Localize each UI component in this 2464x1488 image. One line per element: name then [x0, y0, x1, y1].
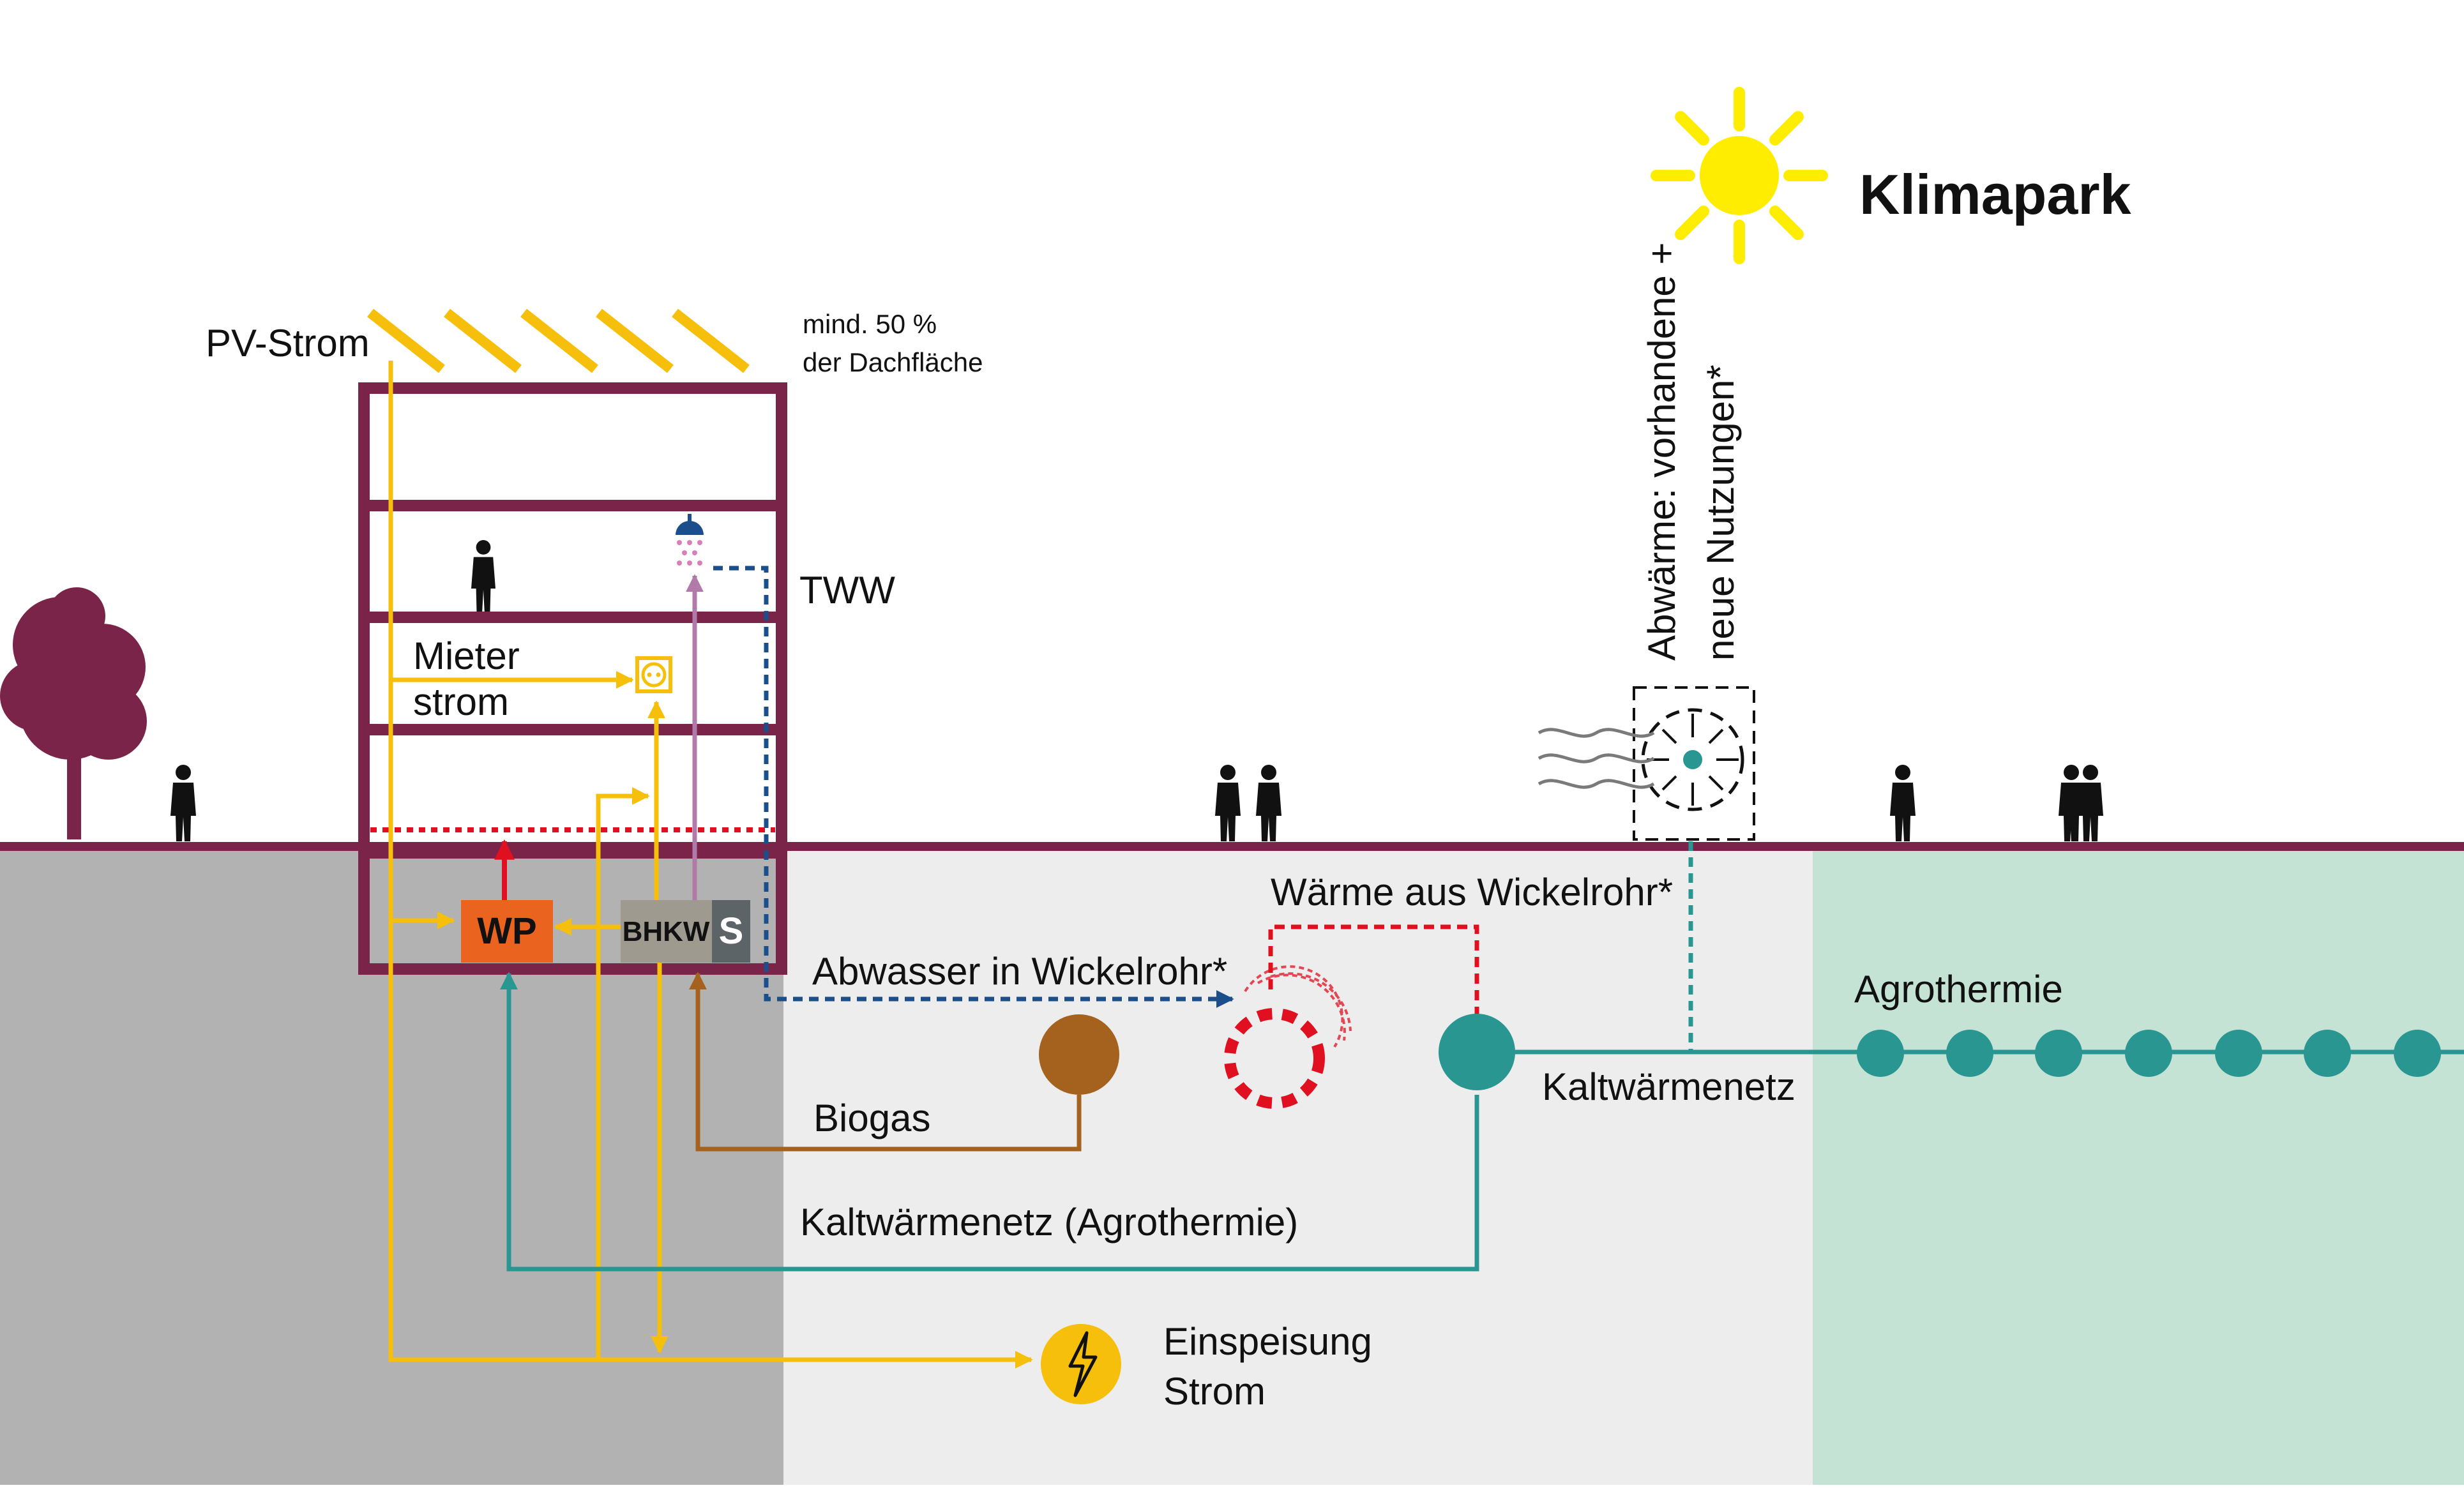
kaltwaermenetz-node	[1439, 1014, 1515, 1090]
shower-icon	[676, 514, 704, 566]
waerme-wickelrohr-label: Wärme aus Wickelrohr*	[1271, 871, 1673, 913]
person-icon	[2078, 765, 2103, 841]
roof-note-line2: der Dachfläche	[803, 347, 983, 377]
mieter-label-line2: strom	[413, 680, 509, 723]
s-box	[712, 900, 750, 963]
s-label: S	[719, 910, 744, 952]
biogas-label: Biogas	[813, 1097, 930, 1139]
roof-note-line1: mind. 50 %	[803, 309, 937, 339]
ground-middle-zone	[783, 846, 1813, 1485]
einspeisung-label-line2: Strom	[1163, 1370, 1266, 1413]
socket-icon	[635, 656, 672, 693]
lightning-icon	[1041, 1324, 1121, 1404]
tww-label: TWW	[799, 569, 895, 612]
sun-icon	[1651, 87, 1828, 264]
waste-heat-waves-icon	[1538, 728, 1655, 789]
biogas-line	[689, 972, 1082, 1152]
person-icon	[1256, 765, 1281, 841]
fan-icon	[1641, 708, 1744, 811]
person-icon	[471, 540, 495, 613]
strom-lines	[388, 361, 1033, 1369]
agrothermie-nodes	[1857, 1030, 2441, 1077]
biogas-tank-icon	[1039, 1014, 1119, 1095]
person-icon	[1890, 765, 1916, 841]
kaltwaermenetz-label: Kaltwärmenetz	[1542, 1065, 1795, 1108]
solar-panel-icon	[367, 308, 750, 373]
tree-icon	[0, 587, 147, 839]
agrothermie-label: Agrothermie	[1854, 968, 2063, 1011]
person-icon	[170, 765, 196, 841]
abwasser-wickelrohr-label: Abwasser in Wickelrohr*	[812, 950, 1227, 993]
person-icon	[1215, 765, 1241, 841]
building	[358, 382, 787, 975]
mieter-label-line1: Mieter	[413, 635, 520, 677]
abwaerme-label-line2: neue Nutzungen*	[1699, 364, 1742, 661]
coil-pipe-icon	[1224, 965, 1352, 1109]
fan-housing	[1633, 686, 1755, 841]
ground-agro-zone	[1813, 846, 2464, 1485]
page-title: Klimapark	[1859, 163, 2132, 226]
bhkw-label: BHKW	[623, 916, 710, 947]
wp-box	[461, 900, 553, 963]
einspeisung-label-line1: Einspeisung	[1163, 1320, 1372, 1363]
pv-strom-label: PV-Strom	[206, 322, 370, 364]
abwaerme-label-line1: Abwärme: vorhandene +	[1640, 243, 1683, 661]
kaltwaermenetz-agro-label: Kaltwärmenetz (Agrothermie)	[800, 1201, 1298, 1244]
bhkw-box	[621, 900, 712, 963]
wp-label: WP	[477, 910, 536, 952]
kaltwaermenetz-agro-line	[500, 972, 1479, 1272]
